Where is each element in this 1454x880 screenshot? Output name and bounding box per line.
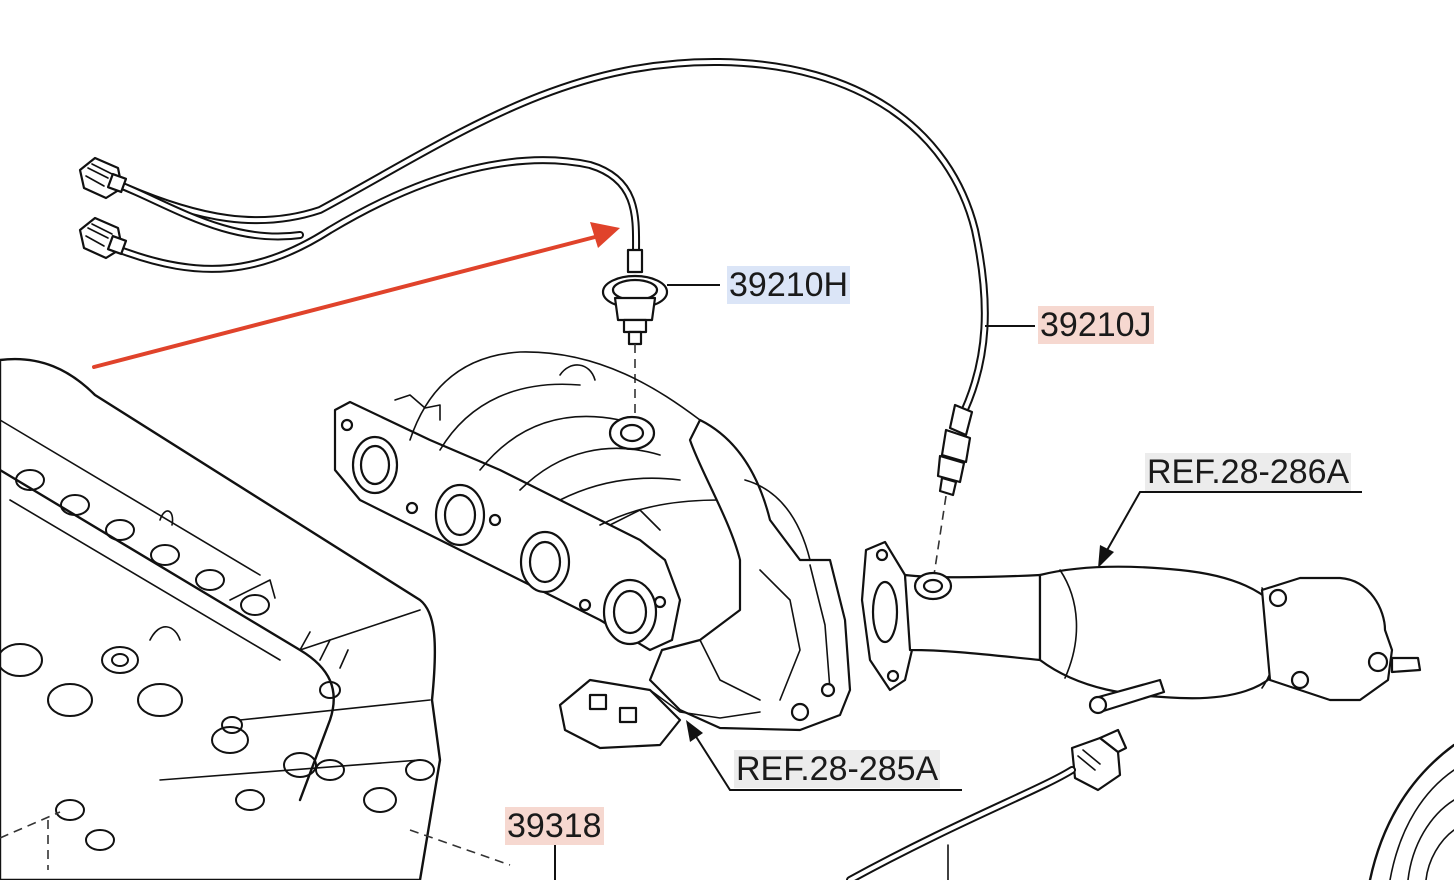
- connector-plug-upper: [78, 156, 128, 200]
- coolant-temp-sensor: [846, 728, 1128, 880]
- partial-component-bottom-right: [1368, 743, 1454, 880]
- install-line-downstream: [933, 495, 947, 576]
- sensor-wiring-harness: [116, 57, 989, 424]
- exhaust-manifold-catalyst: [333, 351, 852, 750]
- exhaust-front-pipe: [860, 540, 1422, 715]
- oxygen-sensor-upstream: [601, 248, 669, 346]
- reference-ref-28-285A: REF.28-285A: [734, 750, 941, 788]
- oxygen-sensor-downstream: [936, 403, 974, 497]
- connector-plug-lower: [78, 216, 128, 260]
- part-number-39210J: 39210J: [1038, 306, 1154, 344]
- engine-cylinder-head: [0, 357, 511, 880]
- leader-arrow-ref-28-286A: [1098, 491, 1362, 568]
- red-pointer-arrow: [92, 222, 620, 369]
- leader-arrow-ref-28-285A: [686, 720, 962, 791]
- part-number-39210H: 39210H: [727, 266, 851, 304]
- reference-ref-28-286A: REF.28-286A: [1145, 453, 1352, 491]
- part-number-39318: 39318: [505, 807, 604, 845]
